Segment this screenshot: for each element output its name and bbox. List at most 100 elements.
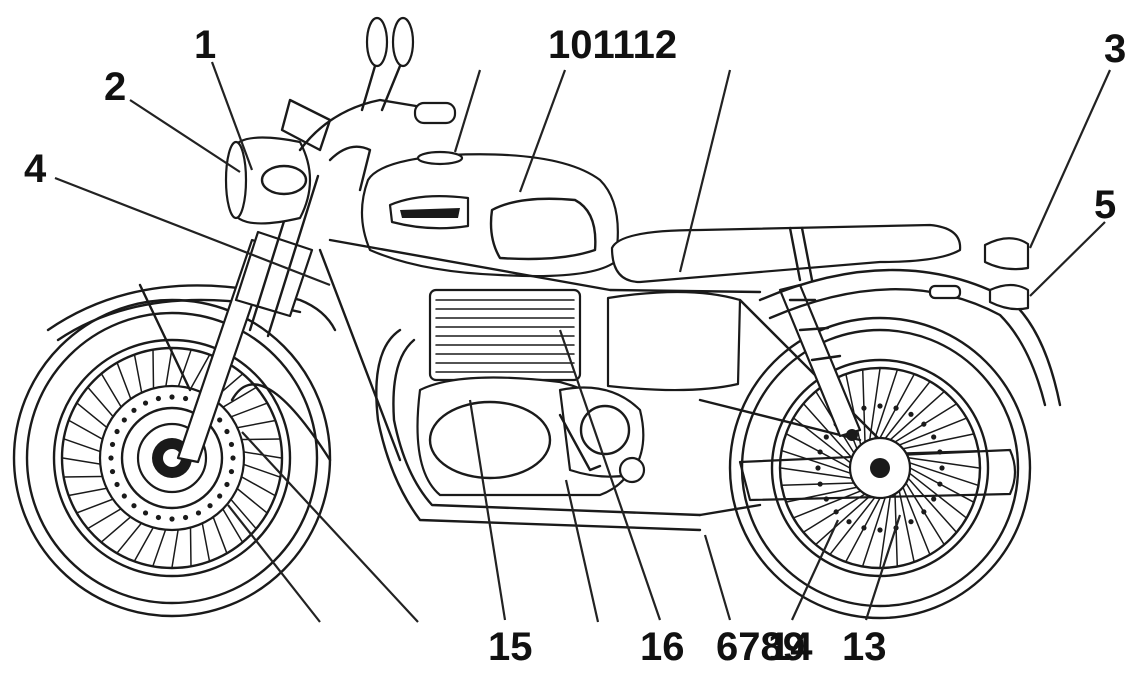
leader-unlabeled-b xyxy=(241,431,419,623)
callout-13: 13 xyxy=(842,625,887,669)
disc-hole xyxy=(817,449,823,455)
disc-hole xyxy=(877,403,883,409)
callout-labels: 1 2 4 101112 3 5 15 16 6789 14 13 xyxy=(24,23,1126,669)
disc-hole xyxy=(169,394,175,400)
disc-hole xyxy=(937,449,943,455)
disc-hole xyxy=(182,514,189,521)
disc-hole xyxy=(815,465,821,471)
disc-hole xyxy=(937,481,943,487)
spoke xyxy=(861,496,886,568)
callout-16: 16 xyxy=(640,625,685,669)
leader-unlabeled-c xyxy=(564,479,600,623)
disc-hole xyxy=(155,514,162,521)
spoke xyxy=(902,486,931,556)
seat xyxy=(610,223,962,284)
disc-hole xyxy=(131,407,137,413)
disc-hole xyxy=(207,503,213,509)
disc-hole xyxy=(877,527,883,533)
leader-15 xyxy=(468,399,507,621)
disc-hole xyxy=(108,455,114,461)
engine xyxy=(416,288,646,497)
disc-hole xyxy=(833,509,839,515)
disc-hole xyxy=(908,519,914,525)
disc-hole xyxy=(121,493,127,499)
disc-hole xyxy=(228,441,235,448)
leader-6789 xyxy=(703,534,732,621)
leader-101112-b xyxy=(518,69,567,193)
disc-hole xyxy=(109,468,116,475)
disc-hole xyxy=(169,516,175,522)
disc-hole xyxy=(131,503,137,509)
front-fork xyxy=(176,168,332,464)
leader-13 xyxy=(864,514,902,621)
spoke xyxy=(902,433,975,450)
callout-6789: 6789 xyxy=(716,625,805,669)
spoke xyxy=(792,490,862,519)
leader-unlabeled-a xyxy=(227,504,321,623)
leader-5 xyxy=(1029,221,1106,297)
disc-hole xyxy=(217,417,223,423)
callout-15: 15 xyxy=(488,625,533,669)
spoke xyxy=(879,495,892,569)
spoke xyxy=(845,373,862,446)
front-wheel xyxy=(12,298,332,618)
disc-hole xyxy=(861,525,867,531)
disc-hole xyxy=(224,481,230,488)
leader-lines xyxy=(54,61,1112,623)
disc-hole xyxy=(931,434,937,440)
disc-hole xyxy=(817,481,823,487)
disc-hole xyxy=(230,455,236,461)
disc-hole xyxy=(155,395,162,402)
disc-hole xyxy=(823,434,829,440)
disc-hole xyxy=(893,405,899,411)
disc-hole xyxy=(109,441,116,448)
disc-hole xyxy=(217,493,223,499)
frame xyxy=(318,238,882,462)
fuel-tank xyxy=(360,150,619,278)
leader-101112-c xyxy=(678,69,732,273)
spoke xyxy=(868,367,881,441)
disc-hole xyxy=(921,509,927,515)
disc-hole xyxy=(114,428,120,435)
callout-1: 1 xyxy=(194,23,216,67)
callout-3: 3 xyxy=(1104,27,1126,71)
disc-hole xyxy=(939,465,945,471)
disc-hole xyxy=(195,510,202,516)
callout-101112: 101112 xyxy=(548,23,677,67)
leader-2 xyxy=(129,99,241,173)
handlebar xyxy=(280,98,457,192)
callout-14: 14 xyxy=(768,625,813,669)
disc-hole xyxy=(121,417,127,423)
leader-3 xyxy=(1028,69,1112,249)
disc-hole xyxy=(921,421,927,427)
spoke xyxy=(908,472,968,519)
spoke xyxy=(884,380,931,440)
rear-fender xyxy=(758,268,1062,407)
spoke xyxy=(779,467,853,480)
spoke xyxy=(802,402,853,459)
spoke xyxy=(792,417,852,464)
disc-hole xyxy=(224,428,230,435)
disc-hole xyxy=(823,496,829,502)
callout-4: 4 xyxy=(24,147,47,191)
spoke xyxy=(814,495,871,546)
spoke xyxy=(898,490,915,563)
disc-hole xyxy=(228,468,235,475)
spoke xyxy=(780,449,852,474)
disc-hole xyxy=(861,405,867,411)
spoke xyxy=(889,390,946,441)
callout-5: 5 xyxy=(1094,183,1116,227)
mirrors xyxy=(360,16,415,112)
disc-hole xyxy=(142,400,149,406)
spoke xyxy=(874,368,899,440)
spoke xyxy=(907,477,958,534)
leader-14 xyxy=(791,519,839,621)
tail-lights xyxy=(983,237,1030,311)
disc-hole xyxy=(908,411,914,417)
disc-hole xyxy=(142,510,149,516)
callout-2: 2 xyxy=(104,65,126,109)
leader-16 xyxy=(558,329,662,621)
spoke xyxy=(907,456,981,469)
spoke xyxy=(785,486,858,503)
